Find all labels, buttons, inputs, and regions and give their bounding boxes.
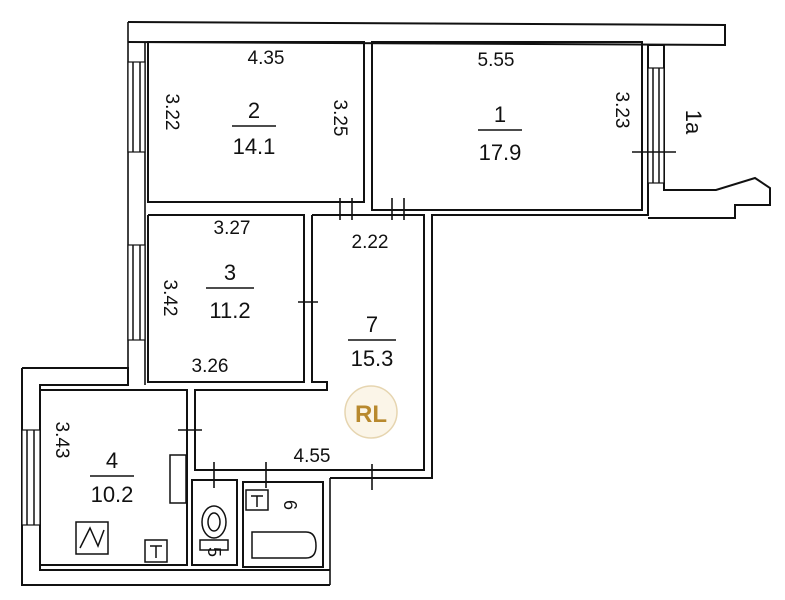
- room-4-number: 4: [106, 448, 118, 473]
- room-2-number: 2: [248, 98, 260, 123]
- room-3-top-dim: 3.27: [214, 218, 251, 239]
- room-3-bottom-dim: 3.26: [192, 356, 229, 377]
- room-1-width: 5.55: [478, 50, 515, 71]
- room-1-outline: [371, 41, 643, 211]
- room-6-outline: [242, 481, 324, 568]
- room-7-top-dim: 2.22: [352, 232, 389, 253]
- windows: [21, 61, 665, 526]
- partition-block: [169, 454, 187, 504]
- room-6-number: 6: [280, 500, 300, 510]
- rl-logo: RL: [344, 385, 398, 439]
- window-room-3: [127, 244, 146, 341]
- fixtures: [75, 454, 317, 563]
- room-7-number: 7: [366, 312, 378, 337]
- room-outlines: [40, 41, 643, 568]
- room-3-outline: [147, 214, 305, 383]
- room-1-height-dim: 3.23: [611, 92, 632, 129]
- room-7-area: 15.3: [351, 346, 394, 371]
- window-room-4: [21, 429, 41, 526]
- bathtub-icon: [251, 531, 317, 559]
- room-4-area: 10.2: [91, 482, 134, 507]
- room-3-left-dim: 3.42: [159, 280, 180, 317]
- room-1-number: 1: [494, 102, 506, 127]
- room-1-area: 17.9: [479, 140, 522, 165]
- room-5-number: 5: [204, 547, 224, 557]
- room-7-bottom-dim: 4.55: [294, 446, 331, 467]
- stove-icon: [75, 521, 109, 555]
- room-2-outline: [147, 41, 365, 203]
- toilet-icon: [201, 505, 227, 539]
- window-room-2: [127, 61, 146, 153]
- room-7-outline: [194, 214, 425, 471]
- room-4-outline: [40, 389, 188, 566]
- room-2-right-dim: 3.25: [329, 100, 350, 137]
- room-2-left-dim: 3.22: [161, 94, 182, 131]
- door-marks: [178, 151, 676, 490]
- sink-bath-icon: [245, 489, 269, 511]
- logo-text: RL: [355, 401, 387, 428]
- room-3-area: 11.2: [209, 298, 250, 323]
- room-2-area: 14.1: [233, 134, 276, 159]
- room-1a-number: 1a: [681, 110, 706, 135]
- window-room-1: [647, 67, 665, 184]
- room-4-left-dim: 3.43: [51, 422, 72, 459]
- room-2-width: 4.35: [248, 48, 285, 69]
- sink-kitchen-icon: [144, 539, 168, 563]
- room-3-number: 3: [224, 260, 236, 285]
